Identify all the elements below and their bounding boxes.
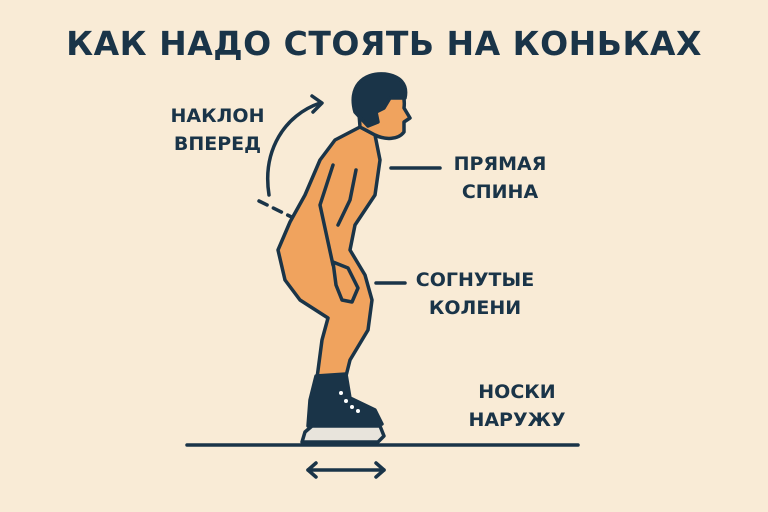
label-line: НАРУЖУ — [468, 409, 566, 431]
hair — [351, 72, 408, 128]
label-straight-back: ПРЯМАЯ СПИНА — [445, 150, 555, 206]
double-arrow-icon — [306, 461, 386, 479]
skate-blade — [300, 424, 386, 444]
label-line: СПИНА — [461, 181, 539, 203]
label-line: ВПЕРЕД — [173, 133, 262, 155]
label-line: КОЛЕНИ — [428, 297, 522, 319]
label-line: ПРЯМАЯ — [453, 153, 547, 175]
label-bent-knees: СОГНУТЫЕ КОЛЕНИ — [410, 266, 540, 322]
hand — [331, 260, 360, 304]
label-toes-out: НОСКИ НАРУЖУ — [462, 378, 572, 434]
label-line: НАКЛОН — [170, 105, 265, 127]
label-line: СОГНУТЫЕ — [415, 269, 535, 291]
page-title: КАК НАДО СТОЯТЬ НА КОНЬКАХ — [66, 24, 702, 63]
lean-arrow-icon — [266, 101, 322, 197]
label-line: НОСКИ — [478, 381, 556, 403]
label-lean-forward: НАКЛОН ВПЕРЕД — [160, 102, 275, 158]
